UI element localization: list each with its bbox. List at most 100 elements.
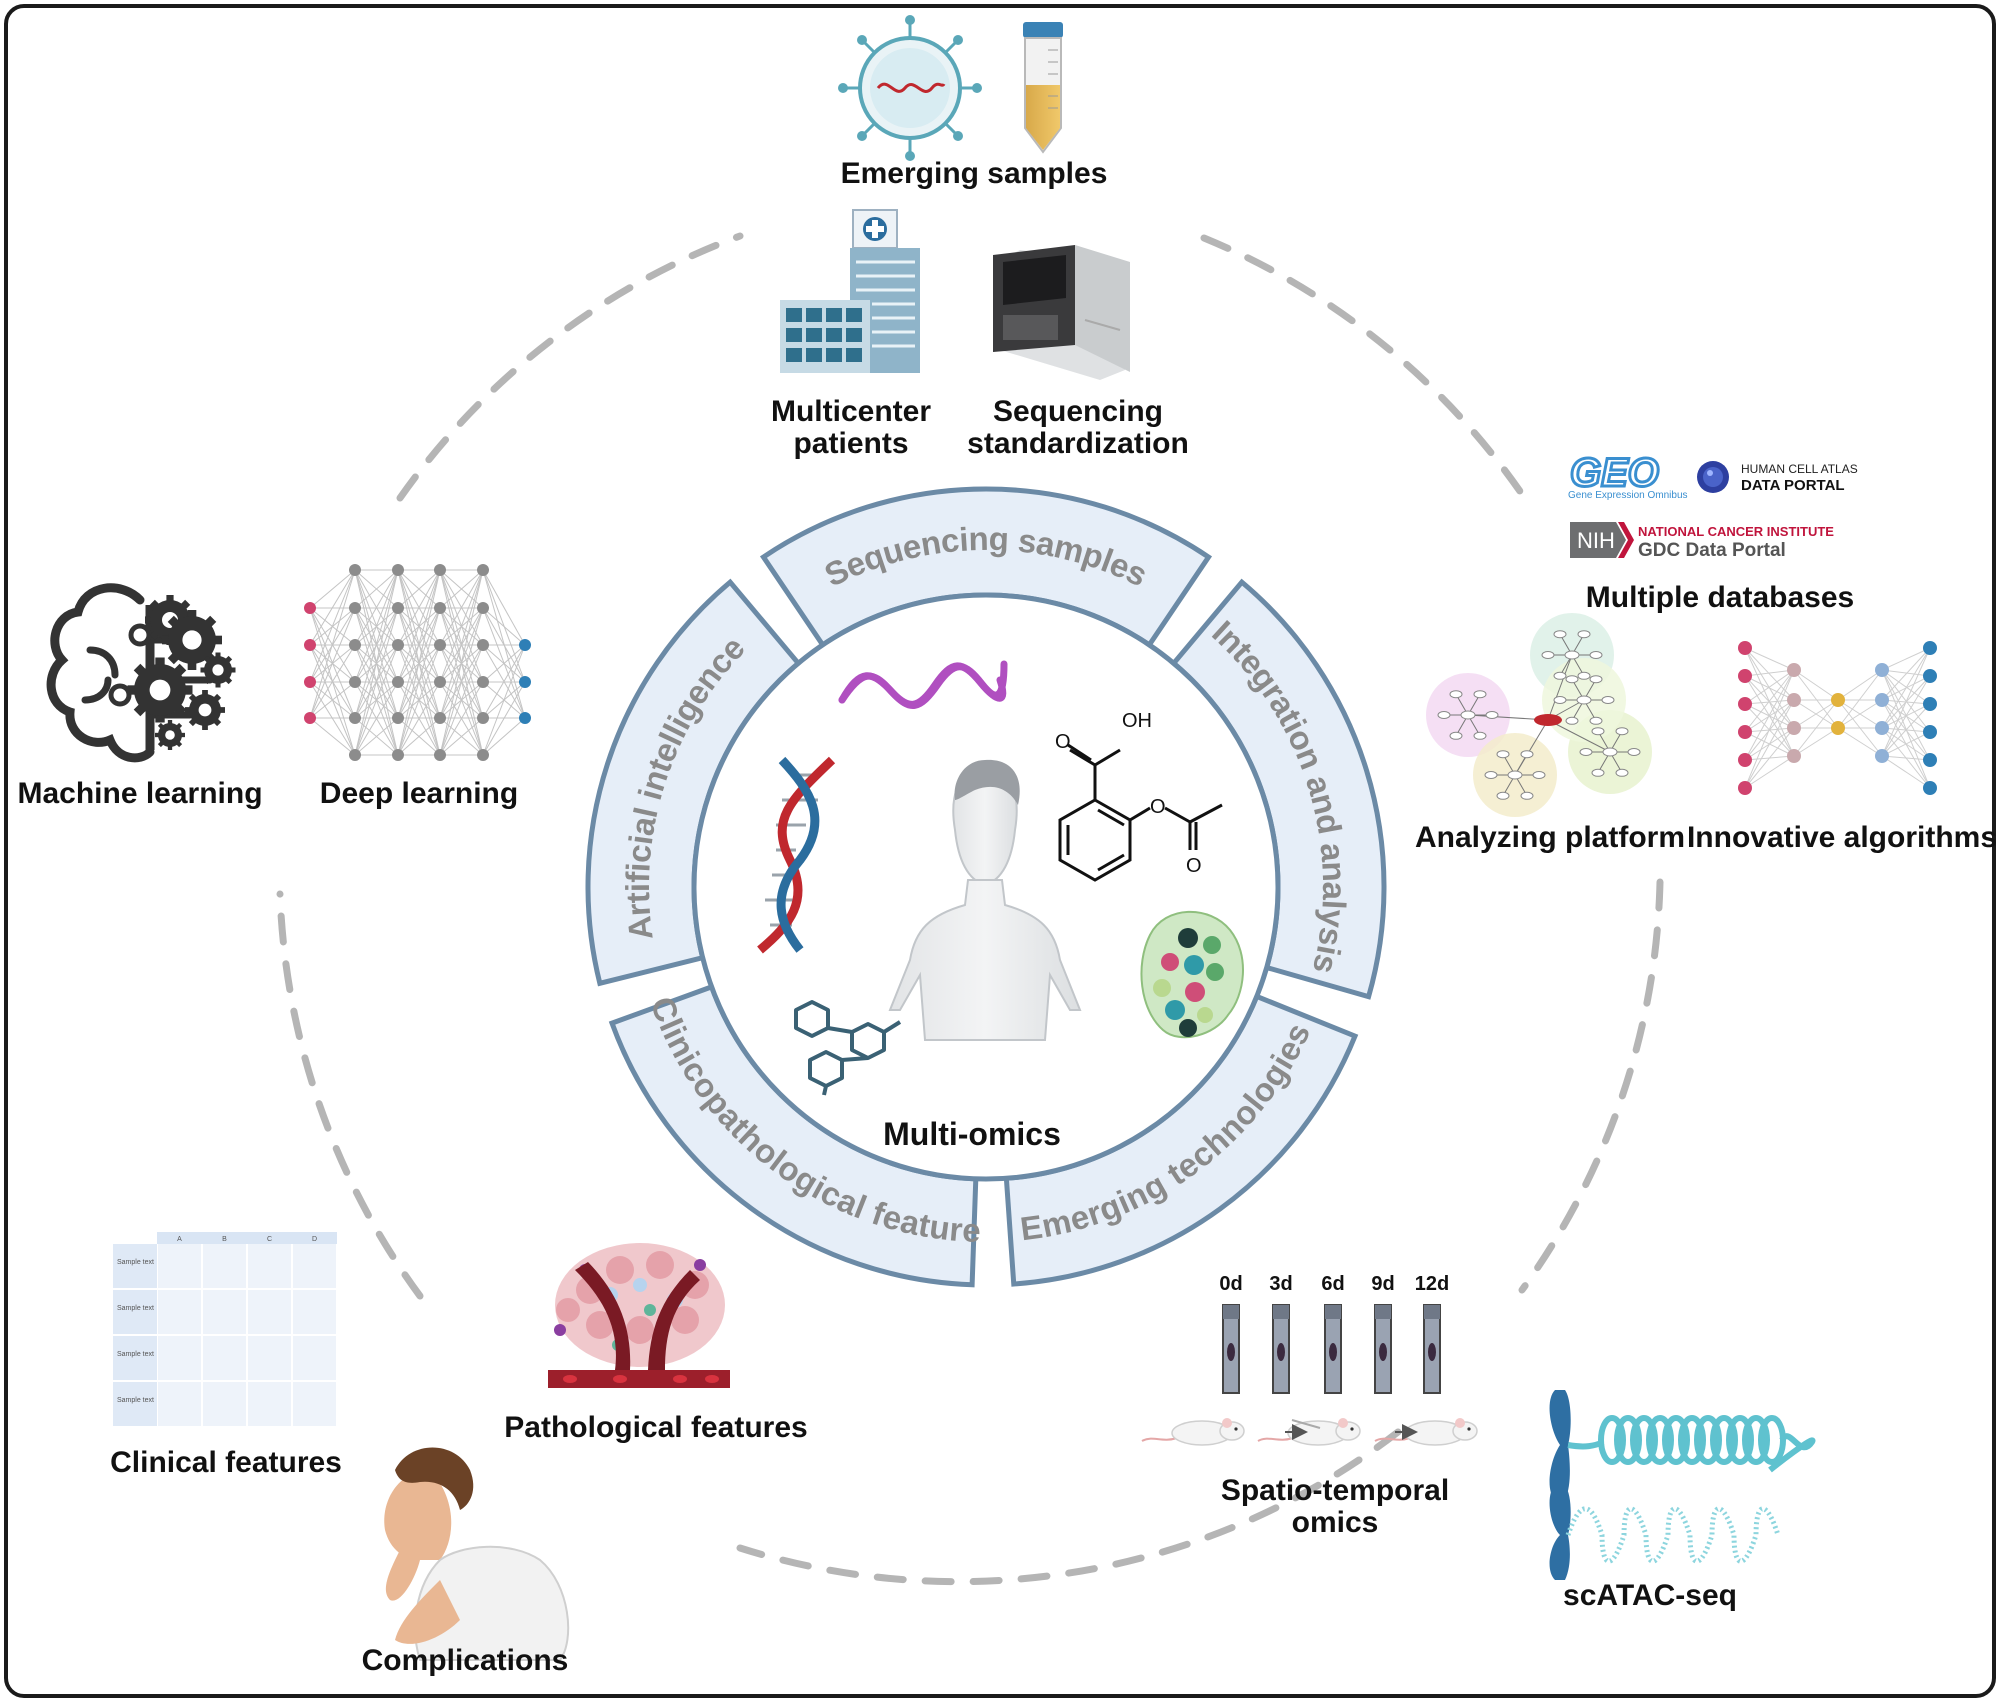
autoencoder-node (1787, 749, 1801, 763)
nn-node (304, 712, 316, 724)
nci-title: NATIONAL CANCER INSTITUTE (1638, 524, 1834, 539)
geo-logo: GEO Gene Expression Omnibus (1568, 450, 1688, 502)
nn-node (477, 676, 489, 688)
autoencoder-node (1831, 693, 1845, 707)
deep-learning-label: Deep learning (320, 777, 518, 810)
nn-node (349, 712, 361, 724)
outer-frame (4, 4, 1996, 1698)
table-row-label: Sample text (117, 1351, 154, 1358)
timepoint-label: 9d (1371, 1273, 1394, 1295)
clinical-features-label: Clinical features (110, 1446, 342, 1479)
nn-node (392, 749, 404, 761)
nn-node (434, 602, 446, 614)
autoencoder-node (1738, 697, 1752, 711)
sequencer-icon (993, 245, 1130, 380)
autoencoder-node (1787, 693, 1801, 707)
nn-node (434, 639, 446, 651)
virus-icon (838, 15, 982, 161)
nn-node (434, 564, 446, 576)
sample-tube-icon (1023, 22, 1063, 154)
geo-subtitle: Gene Expression Omnibus (1568, 490, 1688, 501)
nn-node (434, 749, 446, 761)
chromatin-icon (1549, 1390, 1816, 1580)
autoencoder-node (1875, 693, 1889, 707)
multicenter-label-line2: patients (793, 427, 908, 460)
autoencoder-node (1787, 663, 1801, 677)
timepoint-label: 3d (1269, 1273, 1292, 1295)
gear-icon (162, 610, 222, 670)
autoencoder-node (1738, 725, 1752, 739)
autoencoder-icon (1738, 641, 1937, 795)
cell-cluster-icon (1140, 910, 1244, 1039)
gear-icon (185, 690, 225, 730)
autoencoder-node (1787, 721, 1801, 735)
gear-icon (127, 657, 193, 723)
carbonyl-oxygen-label: O (1055, 731, 1071, 753)
tumor-vessel-icon (548, 1243, 730, 1388)
rna-strand-icon (838, 660, 1008, 709)
nn-node (392, 564, 404, 576)
table-row-label: Sample text (117, 1259, 154, 1266)
analysis-network-icon (1426, 613, 1652, 817)
emerging-samples-label: Emerging samples (841, 157, 1108, 190)
nn-node (434, 712, 446, 724)
table-column-header: A (177, 1236, 182, 1243)
dna-icon (757, 756, 836, 954)
nn-node (519, 676, 531, 688)
autoencoder-node (1923, 697, 1937, 711)
spatio-temporal-label-line1: Spatio-temporal (1221, 1474, 1449, 1507)
molecule-icon (1058, 743, 1223, 882)
autoencoder-node (1875, 721, 1889, 735)
nn-node (477, 639, 489, 651)
timepoint-label: 0d (1219, 1273, 1242, 1295)
mouse-icon (1374, 1418, 1478, 1446)
ester-oxygen-label: O (1150, 796, 1166, 818)
scatac-seq-label: scATAC-seq (1563, 1579, 1737, 1612)
autoencoder-node (1738, 641, 1752, 655)
nn-node (392, 712, 404, 724)
machine-learning-label: Machine learning (17, 777, 262, 810)
nn-node (304, 676, 316, 688)
nih-gdc-logo: NIH NATIONAL CANCER INSTITUTE GDC Data P… (1570, 522, 1834, 561)
nn-node (349, 676, 361, 688)
human-figure-icon (888, 759, 1082, 1041)
nn-node (349, 749, 361, 761)
table-row-label: Sample text (117, 1305, 154, 1312)
pathological-features-label: Pathological features (504, 1411, 807, 1444)
nn-node (392, 676, 404, 688)
hydroxyl-label: OH (1122, 710, 1152, 732)
table-row-label: Sample text (117, 1397, 154, 1404)
autoencoder-node (1923, 781, 1937, 795)
gdc-portal-title: GDC Data Portal (1638, 540, 1786, 561)
brain-gears-icon (46, 583, 236, 763)
table-column-header: B (222, 1236, 227, 1243)
complications-label: Complications (362, 1644, 569, 1677)
nn-node (304, 639, 316, 651)
nn-node (477, 712, 489, 724)
nn-node (519, 639, 531, 651)
innovative-algorithms-label: Innovative algorithms (1687, 821, 1997, 854)
dashed-arc-top-left (396, 232, 744, 502)
nn-node (304, 602, 316, 614)
nn-node (349, 602, 361, 614)
dashed-orbit (276, 232, 1664, 1586)
sequencing-standardization-label-line2: standardization (967, 427, 1189, 460)
metabolite-icon (794, 1000, 902, 1096)
nn-node (349, 639, 361, 651)
timepoint-label: 6d (1321, 1273, 1344, 1295)
coughing-person-icon (384, 1447, 570, 1661)
geo-logo-text: GEO (1570, 451, 1659, 495)
nn-node (477, 602, 489, 614)
table-column-header: C (267, 1236, 272, 1243)
hca-title: HUMAN CELL ATLAS (1741, 462, 1858, 476)
autoencoder-node (1923, 725, 1937, 739)
hca-subtitle: DATA PORTAL (1741, 477, 1845, 494)
hospital-icon (780, 209, 920, 373)
center-title: Multi-omics (883, 1116, 1061, 1152)
autoencoder-node (1738, 753, 1752, 767)
multicenter-label-line1: Multicenter (771, 395, 931, 428)
mouse-icon (1257, 1418, 1361, 1446)
